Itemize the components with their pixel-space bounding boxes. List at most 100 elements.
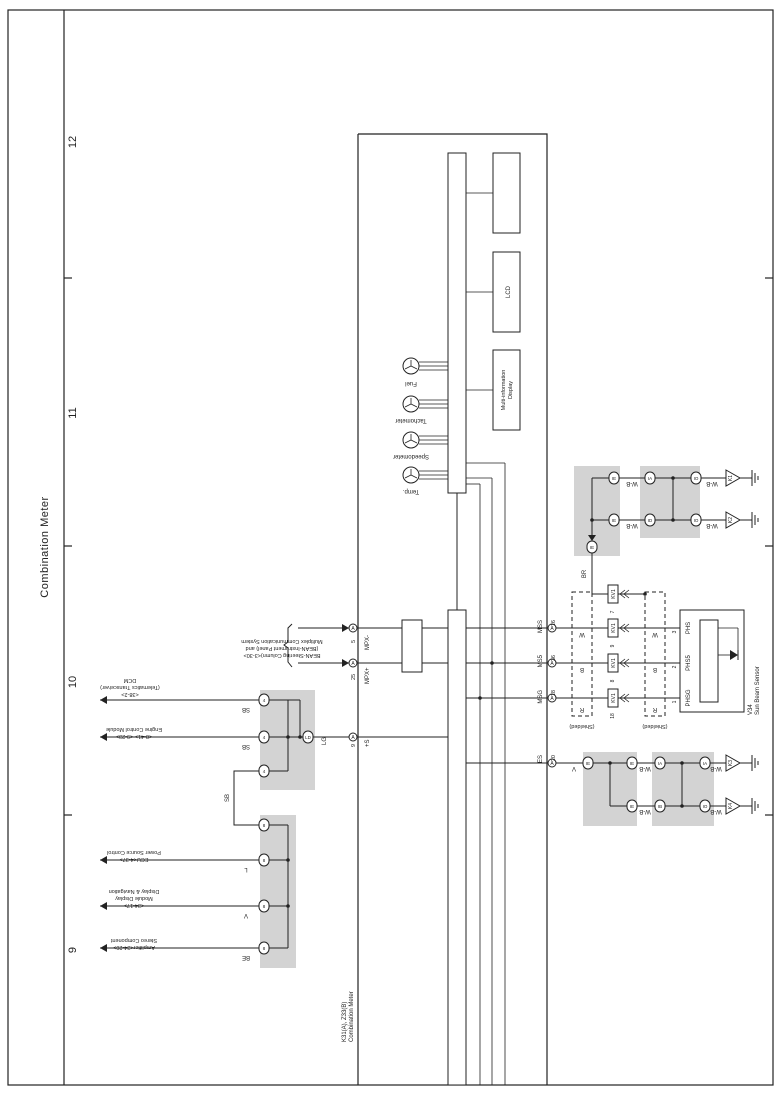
msg-pin: 18 [551, 690, 557, 696]
lcd-box [492, 251, 521, 333]
wire-b-label-left: B [580, 666, 584, 672]
svg-text:8: 8 [263, 946, 266, 951]
svg-text:8: 8 [263, 823, 266, 828]
svg-text:IB: IB [658, 804, 662, 809]
es-pin: 20 [551, 755, 557, 761]
sensor-code: V34 [748, 704, 754, 715]
svg-text:8: 8 [263, 858, 266, 863]
display-nav-connector: 8 [258, 899, 270, 913]
tachometer-gauge-icon [402, 395, 448, 413]
shield-box-right [644, 591, 666, 717]
wire-w-b-top-1: W-B [626, 480, 638, 486]
lcd-label: LCD [506, 285, 512, 298]
kv1-connector-phs5: KV1 [607, 653, 619, 673]
ground-k2-icon [725, 511, 759, 529]
kv1-pin-9: 9 [610, 644, 616, 647]
display-v-label: V [244, 912, 248, 918]
es-conn-6: IA [699, 756, 711, 770]
mpx-transceiver-box [401, 619, 423, 673]
ground-k3-label: K3 [728, 760, 734, 766]
svg-text:IE: IE [612, 476, 616, 481]
es-conn-2: IE [626, 756, 638, 770]
sensor-pin-2: 2 [672, 665, 678, 668]
multi-info-display-box [492, 349, 521, 431]
wire-br-label: BR [582, 569, 588, 578]
wire-w-b-bot-4: W-B [710, 808, 722, 814]
sensor-pin-1: 1 [672, 700, 678, 703]
svg-text:KV1: KV1 [611, 623, 617, 633]
svg-text:IE: IE [630, 761, 634, 766]
es-signal: ES [538, 755, 544, 763]
grid-number-12: 12 [67, 136, 79, 148]
sensor-pin-3: 3 [672, 630, 678, 633]
wire-r-label-left: R [579, 706, 584, 712]
ecm-sb-label: SB [242, 743, 250, 749]
ground-k1-label: K1 [728, 475, 734, 481]
ground-k2-label: K2 [728, 517, 734, 523]
wire-w-b-top-2: W-B [626, 522, 638, 528]
svg-text:IE: IE [586, 761, 590, 766]
ecm-label-1: Engine Control Module [106, 726, 162, 732]
sb-junction-connector: 4 [258, 764, 270, 778]
wire-w-b-bot-3: W-B [710, 765, 722, 771]
es-conn-3: IE [626, 799, 638, 813]
svg-text:A: A [550, 696, 554, 702]
kv1-pin-7: 7 [610, 610, 616, 613]
sensor-phsg-label: PHSG [686, 689, 692, 706]
svg-text:4: 4 [263, 735, 266, 740]
photodiode-icon [718, 627, 739, 660]
top-ground-conn-3: IA [644, 471, 656, 485]
speedometer-label: Speedometer [393, 453, 429, 459]
shield-box-left [571, 591, 593, 717]
grid-number-11: 11 [67, 407, 79, 418]
jumper-sb-label: SB [225, 794, 231, 802]
wire-w-b-top-3: W-B [706, 480, 718, 486]
ground-k4-label: K4 [728, 803, 734, 809]
msg-signal: MSG [538, 690, 544, 704]
mpx-minus-signal: MPX- [365, 635, 371, 650]
mpx-minus-terminal: A [348, 623, 358, 633]
wire-w-label-right: W [652, 631, 658, 637]
multiplex-brace [283, 623, 293, 668]
ground-k3-icon [725, 754, 759, 772]
multiplex-label-2: (BEAN-Instrument Panel) and [246, 645, 319, 651]
mpx-plus-pin: 25 [351, 674, 357, 680]
multiplex-label-3: BEAN-Steering Column)<3-30> [243, 652, 320, 658]
plus-s-signal: +S [365, 739, 371, 747]
sensor-phs5-label: PHS5 [686, 655, 692, 671]
power-l-label: L [244, 866, 248, 872]
shielded-label-left: (Shielded) [569, 723, 594, 729]
lg-wire-label: LG [322, 737, 328, 745]
mpx-minus-pin: 5 [351, 640, 357, 643]
kv1-pin-18: 18 [610, 713, 616, 719]
dcm-label-1: DCM [123, 677, 136, 683]
meter-component-name: Combination Meter [349, 991, 355, 1042]
svg-text:IA: IA [658, 761, 662, 766]
power-label-ref: ECU<4-37> [119, 856, 148, 862]
top-ground-conn-6: IO [690, 513, 702, 527]
es-conn-7: IO [699, 799, 711, 813]
top-ground-conn-1: IE [608, 471, 620, 485]
svg-text:IO: IO [694, 518, 699, 523]
fuel-gauge-icon [402, 357, 448, 375]
svg-text:4: 4 [263, 698, 266, 703]
svg-text:KV1: KV1 [611, 589, 617, 599]
wire-b-label-right: B [653, 666, 657, 672]
svg-text:LD: LD [305, 735, 312, 740]
dcm-label-ref: <38-2> [121, 691, 138, 697]
power-source-connector: 8 [258, 853, 270, 867]
br-junction-connector: IE [586, 540, 598, 554]
ms5-pin: 36 [551, 655, 557, 661]
wire-w-b-top-4: W-B [706, 522, 718, 528]
sensor-name: Sun Beam Sensor [755, 666, 761, 715]
svg-text:IE: IE [630, 804, 634, 809]
svg-text:IA: IA [703, 761, 707, 766]
mpx-plus-terminal: A [348, 658, 358, 668]
svg-text:A: A [550, 761, 554, 767]
display-label-ref: <34-17> [124, 902, 145, 908]
plus-s-pin: 9 [351, 744, 357, 747]
es-conn-5: IB [654, 799, 666, 813]
ground-k1-icon [725, 469, 759, 487]
top-ground-conn-4: ID [644, 513, 656, 527]
top-ground-conn-2: IE [608, 513, 620, 527]
